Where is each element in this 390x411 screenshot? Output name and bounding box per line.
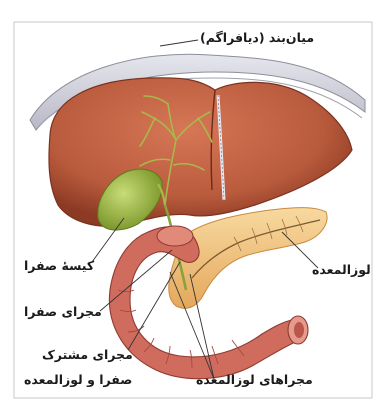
- label-bile-duct: مجرای صفرا: [24, 304, 102, 320]
- jejunum-opening-inner: [294, 322, 304, 338]
- label-pancreas: لوزالمعده: [312, 262, 371, 278]
- label-common-duct-line1: مجرای مشترک: [42, 347, 133, 363]
- duodenal-bulb-opening: [157, 226, 193, 246]
- liver: [49, 78, 352, 227]
- label-common-duct-line2: صفرا و لوزالمعده: [24, 372, 132, 388]
- leader-common-duct: [128, 262, 180, 350]
- leader-diaphragm: [160, 40, 198, 46]
- label-pancreatic-ducts: مجراهای لوزالمعده: [196, 372, 313, 388]
- label-diaphragm: میان‌بند (دیافراگم): [200, 30, 314, 46]
- label-gallbladder: کیسهٔ صفرا: [24, 258, 94, 274]
